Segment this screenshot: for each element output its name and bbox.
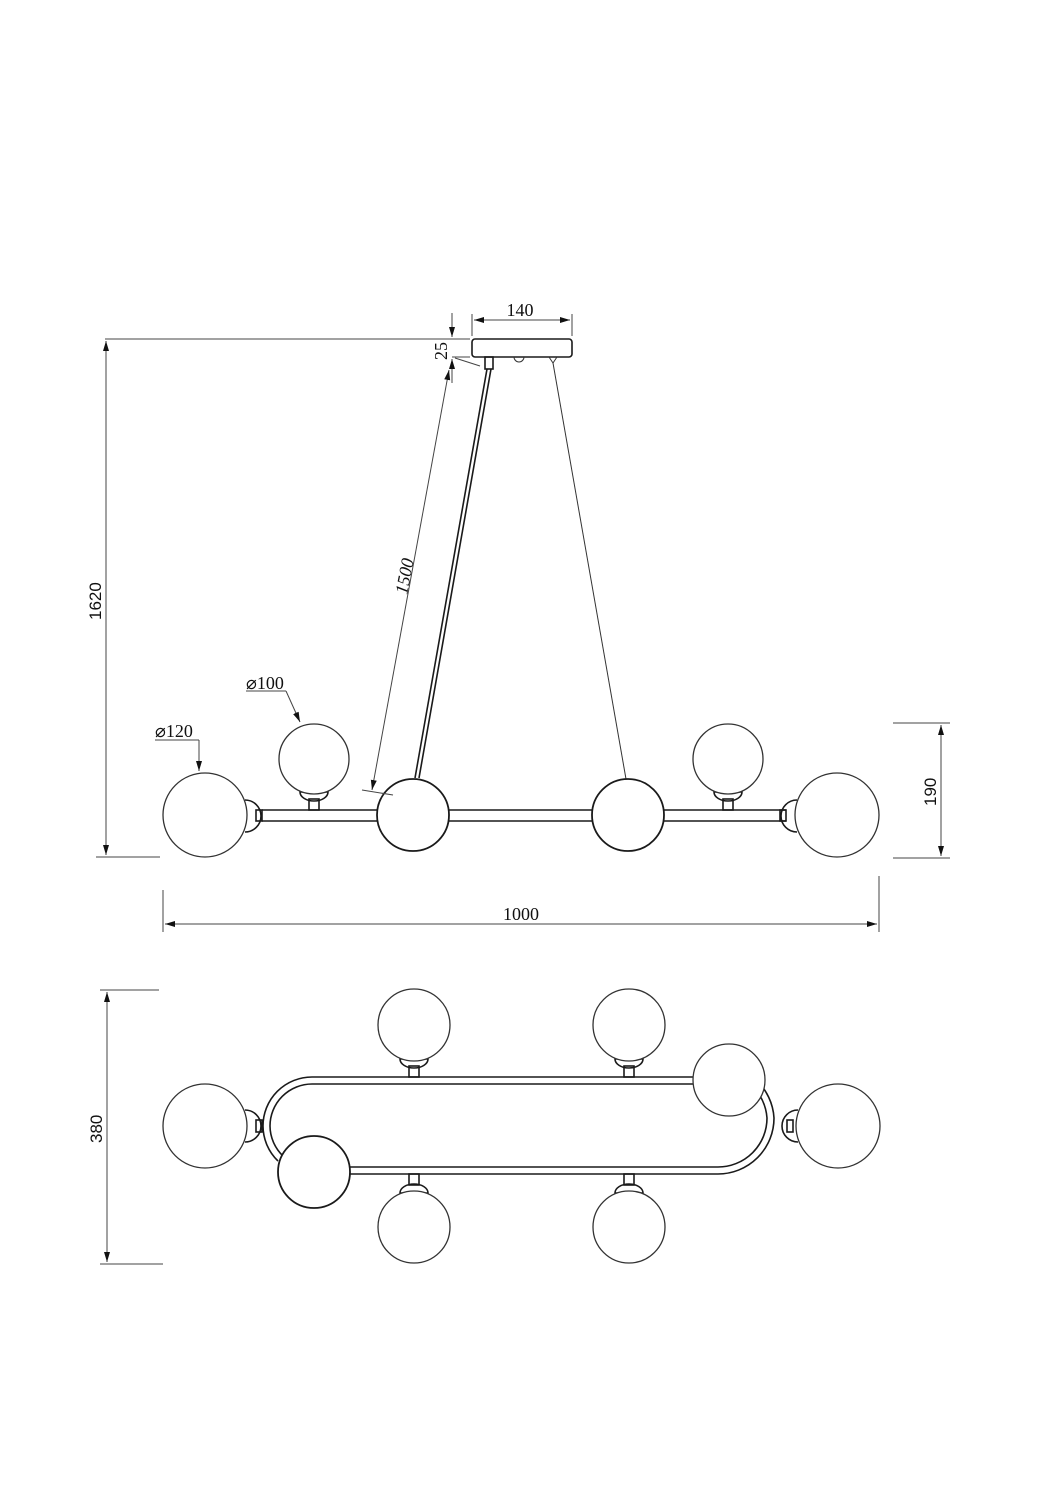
label-total-width: 1000 xyxy=(503,904,539,924)
globe-center-left xyxy=(376,778,450,852)
ceiling-canopy xyxy=(471,338,573,370)
dimension-depth: 380 xyxy=(87,989,163,1265)
globe-large-right xyxy=(780,772,880,858)
dimension-total-width: 1000 xyxy=(162,876,880,932)
front-view: 140 25 1500 1620 190 xyxy=(86,300,950,932)
label-suspension-length: 1500 xyxy=(391,557,418,596)
top-globe-upper-right xyxy=(592,988,666,1078)
dimension-suspension-length: 1500 xyxy=(361,369,451,796)
top-globe-frame-left xyxy=(277,1135,351,1209)
top-globe-upper-left xyxy=(377,988,451,1078)
dimension-canopy-height: 25 xyxy=(105,313,481,383)
top-view: 380 xyxy=(87,988,881,1265)
label-canopy-width: 140 xyxy=(507,300,534,320)
label-large-globe-diameter: ⌀120 xyxy=(155,721,193,741)
top-globe-frame-right xyxy=(692,1043,766,1117)
label-canopy-height: 25 xyxy=(431,342,451,360)
label-depth: 380 xyxy=(87,1115,106,1143)
horizontal-arm xyxy=(255,809,787,822)
top-globe-large-left xyxy=(162,1083,263,1169)
suspension-cables xyxy=(414,362,627,780)
top-globe-large-right xyxy=(781,1083,881,1169)
callout-large-globe: ⌀120 xyxy=(155,721,202,771)
callout-small-globe: ⌀100 xyxy=(246,673,301,723)
globe-small-right xyxy=(692,723,764,811)
globe-center-right xyxy=(591,778,665,852)
globe-small-left xyxy=(278,723,350,811)
top-globe-lower-right xyxy=(592,1173,666,1264)
label-total-height: 1620 xyxy=(86,582,105,620)
dimension-canopy-width: 140 xyxy=(471,300,573,336)
dimension-total-height: 1620 xyxy=(86,341,160,858)
top-globe-lower-left xyxy=(377,1173,451,1264)
dimension-fixture-height: 190 xyxy=(893,722,950,859)
label-small-globe-diameter: ⌀100 xyxy=(246,673,284,693)
oval-frame xyxy=(262,1076,775,1175)
label-fixture-height: 190 xyxy=(921,778,940,806)
globe-large-left xyxy=(162,772,262,858)
